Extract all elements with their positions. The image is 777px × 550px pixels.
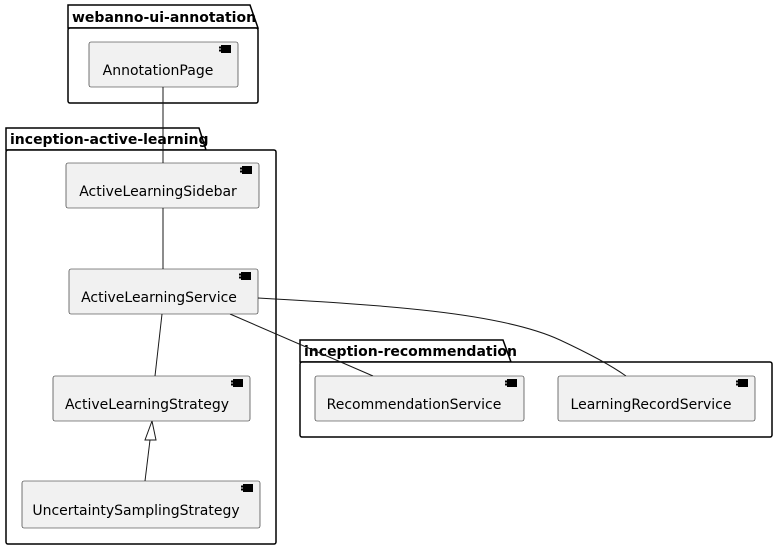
edge-service-recommendation [229,313,374,377]
component-active-learning-sidebar[interactable]: ActiveLearningSidebar [65,162,260,209]
edge-service-learningrecord [257,297,627,377]
component-label: ActiveLearningSidebar [79,184,237,200]
component-active-learning-strategy[interactable]: ActiveLearningStrategy [52,375,251,422]
connectors [144,87,627,482]
component-active-learning-service[interactable]: ActiveLearningService [68,268,259,315]
inheritance-arrowhead [144,419,157,441]
component-label: LearningRecordService [571,397,732,413]
component-label: UncertaintySamplingStrategy [32,503,239,519]
component-label: AnnotationPage [103,63,214,79]
component-label: RecommendationService [327,397,502,413]
component-label: ActiveLearningStrategy [65,397,229,413]
edge-uncertainty-strategy [144,439,151,482]
component-recommendation-service[interactable]: RecommendationService [314,375,525,422]
package-title: inception-active-learning [10,132,209,148]
edge-service-strategy [154,313,163,377]
package-title: inception-recommendation [304,344,517,360]
component-learning-record-service[interactable]: LearningRecordService [557,375,756,422]
component-uncertainty-sampling-strategy[interactable]: UncertaintySamplingStrategy [21,480,261,529]
package-inception-active-learning: inception-active-learning [5,127,277,545]
component-annotation-page[interactable]: AnnotationPage [88,41,239,88]
component-label: ActiveLearningService [81,290,237,306]
package-title: webanno-ui-annotation [72,10,256,26]
